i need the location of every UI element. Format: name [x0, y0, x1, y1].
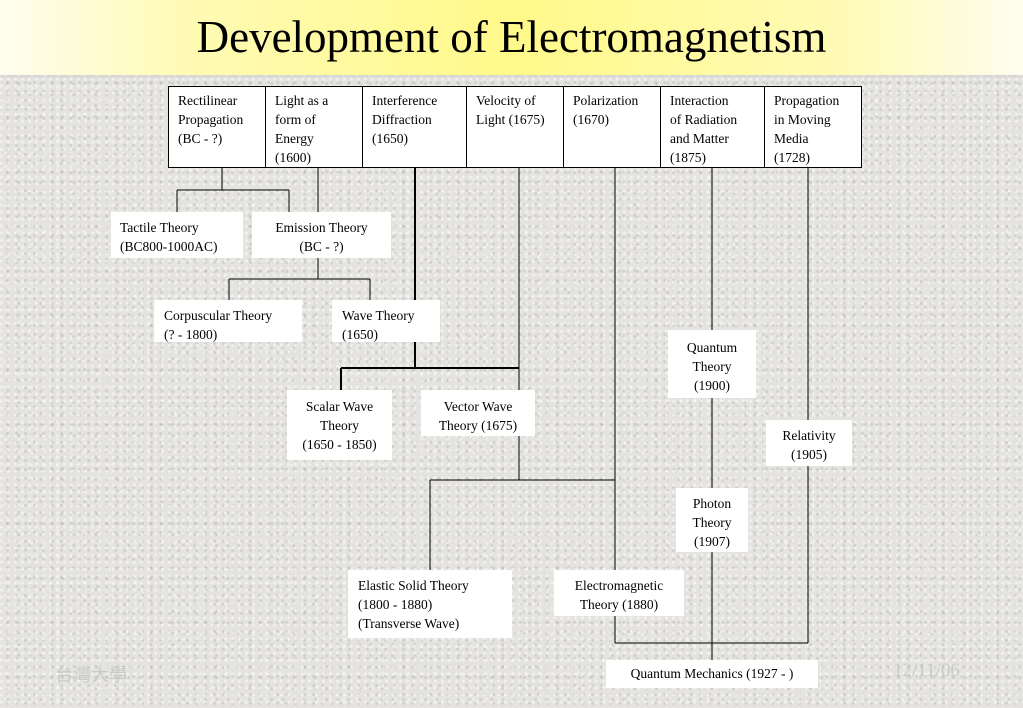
header-box-polarization: Polarization(1670) — [564, 87, 661, 167]
connector-rectilinear — [176, 168, 290, 212]
node-emission-theory: Emission Theory(BC - ?) — [252, 212, 391, 258]
node-quantum-mechanics: Quantum Mechanics (1927 - ) — [606, 660, 818, 688]
node-elastic-solid-theory: Elastic Solid Theory(1800 - 1880)(Transv… — [348, 570, 512, 638]
slide-title: Development of Electromagnetism — [196, 12, 827, 62]
footer-date: 12/11/06 — [893, 660, 960, 681]
node-relativity: Relativity(1905) — [766, 420, 852, 466]
connector-vector-down — [429, 435, 615, 570]
node-corpuscular-theory: Corpuscular Theory(? - 1800) — [154, 300, 302, 342]
connector-emission — [228, 257, 371, 300]
node-tactile-theory: Tactile Theory(BC800-1000AC) — [111, 212, 243, 258]
footer-institution: 台灣大學 — [55, 665, 127, 685]
connector-qm-bus — [615, 642, 808, 660]
node-wave-theory: Wave Theory(1650) — [332, 300, 440, 342]
title-bar — [0, 0, 1023, 75]
